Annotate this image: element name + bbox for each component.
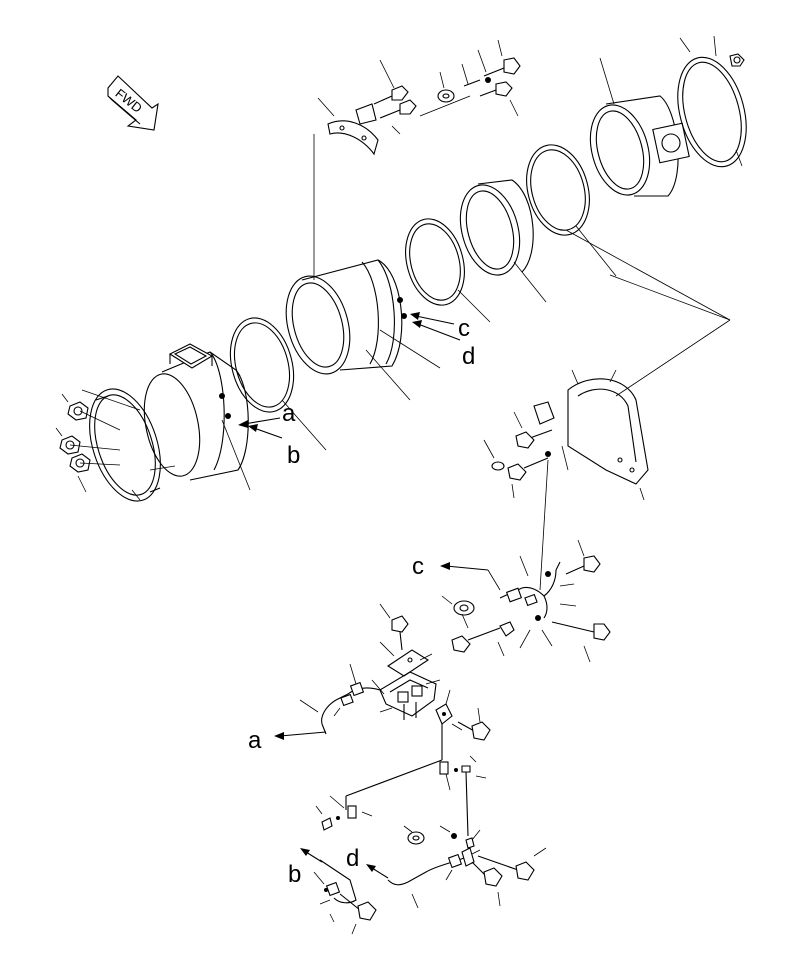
- ref-label-a-lower: a: [248, 727, 262, 754]
- bracket-bolts: [483, 401, 569, 499]
- ref-label-b-lower: b: [288, 861, 301, 888]
- washer-and-bolts-top: [419, 39, 521, 117]
- bolt: [471, 847, 547, 907]
- ref-arrow-c: c: [410, 312, 470, 342]
- ref-label-a: a: [282, 400, 296, 427]
- left-clamp-ring: [81, 388, 176, 502]
- middle-filter-body: [285, 259, 441, 401]
- washer: [441, 595, 475, 616]
- inlet-housing: [143, 343, 251, 491]
- fwd-arrow-icon: FWD: [107, 75, 159, 131]
- ref-arrow-d: d: [412, 320, 475, 370]
- sensor-clamp: [345, 689, 463, 810]
- leader-line: [565, 229, 731, 321]
- ref-label-c-lower: c: [412, 553, 424, 580]
- bolt: [457, 707, 491, 741]
- sensor-mounting-plate: [371, 641, 441, 720]
- fitting-pair: [439, 755, 487, 837]
- mounting-bracket: [567, 369, 649, 501]
- upper-bracket: [313, 97, 379, 280]
- bolt: [551, 539, 611, 663]
- sensor-harness-upper: [499, 459, 577, 649]
- ref-arrow-c-lower: c: [412, 553, 501, 591]
- ref-label-d: d: [462, 343, 475, 370]
- bolt: [451, 613, 515, 657]
- fitting-pair: [315, 795, 373, 831]
- ref-arrow-a: a: [238, 400, 296, 428]
- gasket: [405, 218, 491, 323]
- ref-label-d-lower: d: [346, 845, 359, 872]
- ref-label-c: c: [458, 315, 470, 342]
- outlet-housing: [589, 57, 690, 197]
- leader-line: [609, 274, 731, 321]
- flange-ring: [459, 179, 547, 303]
- sensor-b-probe: [313, 859, 377, 935]
- bolt: [379, 603, 409, 651]
- sensor-d-probe: [387, 825, 481, 909]
- gasket: [229, 317, 327, 451]
- fwd-label: FWD: [112, 86, 145, 116]
- hex-nut: [55, 393, 121, 493]
- bolt: [373, 59, 417, 135]
- leader-line: [615, 319, 731, 397]
- ref-arrow-a-lower: a: [248, 727, 327, 754]
- ref-arrow-d-lower: d: [346, 845, 389, 879]
- ref-label-b: b: [287, 442, 300, 469]
- gasket: [526, 144, 617, 277]
- ref-arrow-b: b: [248, 424, 300, 469]
- right-clamp-ring: [677, 35, 747, 168]
- ref-arrow-b-lower: b: [288, 848, 323, 888]
- sensor-a-probe: [299, 663, 381, 735]
